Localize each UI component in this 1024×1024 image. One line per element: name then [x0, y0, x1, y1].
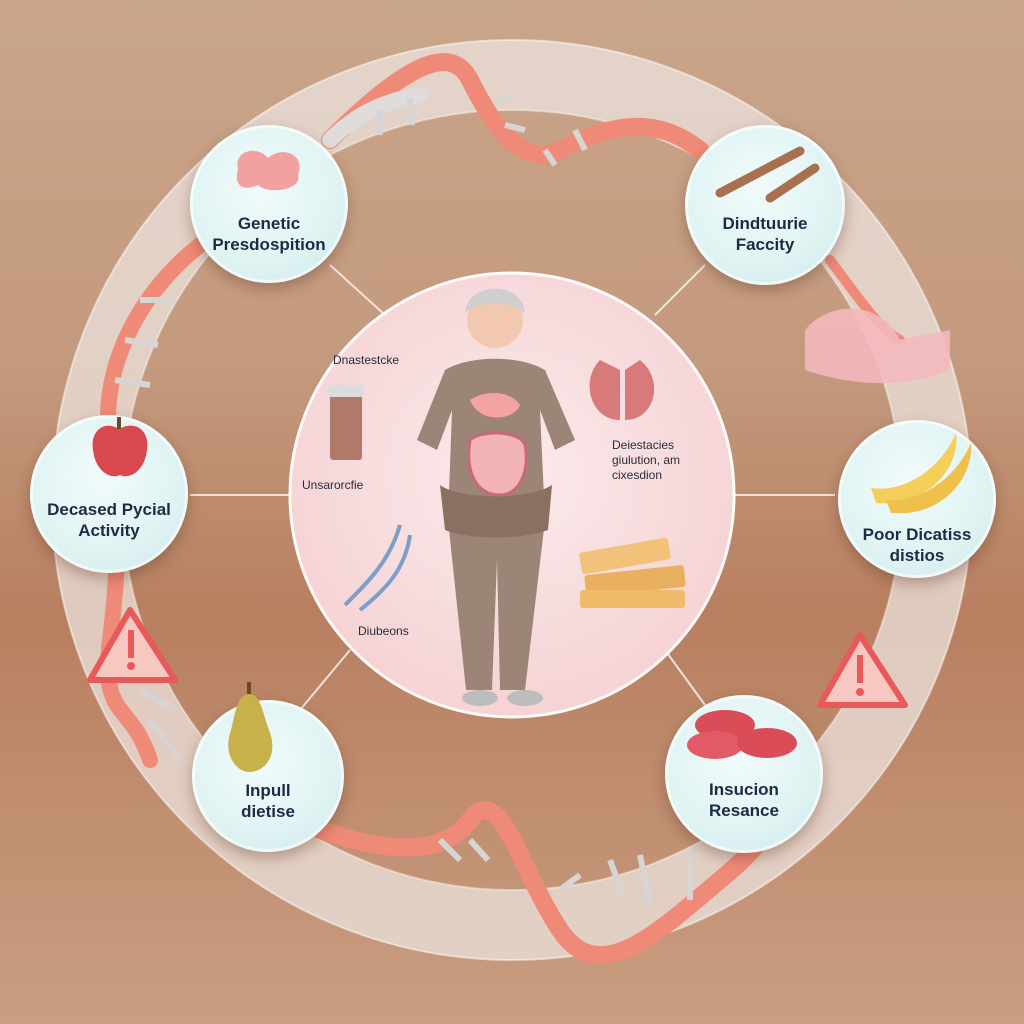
node-decreased-activity[interactable]: Decased Pycial Activity — [30, 415, 188, 573]
apple-icon — [85, 415, 155, 485]
center-label-right: Deiestacies giulution, am cixesdion — [612, 438, 681, 482]
node-label: Decased Pycial Activity — [47, 500, 171, 540]
kidney-beans-icon — [685, 703, 803, 763]
center-label-mid-left: Unsarorcfie — [302, 478, 364, 492]
node-label: Insucion Resance — [709, 780, 779, 820]
warning-icon-right — [817, 632, 908, 708]
node-dindtuurie-faccity[interactable]: Dindtuurie Faccity — [685, 125, 845, 285]
node-poor-dietary[interactable]: Poor Dicatiss distios — [838, 420, 996, 578]
organ-blob-icon — [228, 140, 308, 195]
cheese-icon — [579, 537, 686, 608]
dna-small-icon — [343, 524, 412, 612]
warning-icon-left — [87, 607, 178, 683]
node-label: Inpull dietise — [241, 781, 295, 821]
center-label-top-left: Dnastestcke — [333, 353, 400, 367]
dna-strand-top — [321, 53, 709, 164]
banana-icon — [866, 428, 976, 513]
dna-strand-bottom — [311, 791, 773, 965]
sticks-icon — [710, 143, 820, 203]
node-label: Poor Dicatiss distios — [862, 525, 972, 565]
lace-decoration — [805, 308, 950, 384]
pear-icon — [217, 680, 282, 775]
person-figure — [417, 288, 575, 706]
cup-icon — [328, 385, 364, 460]
node-label: Dindtuurie Faccity — [722, 214, 808, 254]
node-label: Genetic Presdospition — [212, 214, 326, 254]
node-inpull-dietise[interactable]: Inpull dietise — [192, 682, 344, 852]
lungs-icon — [589, 360, 655, 420]
node-genetic-predisposition[interactable]: Genetic Presdospition — [190, 125, 348, 283]
center-label-bottom: Diubeons — [358, 624, 409, 638]
node-insulin-resistance[interactable]: Insucion Resance — [665, 695, 823, 853]
